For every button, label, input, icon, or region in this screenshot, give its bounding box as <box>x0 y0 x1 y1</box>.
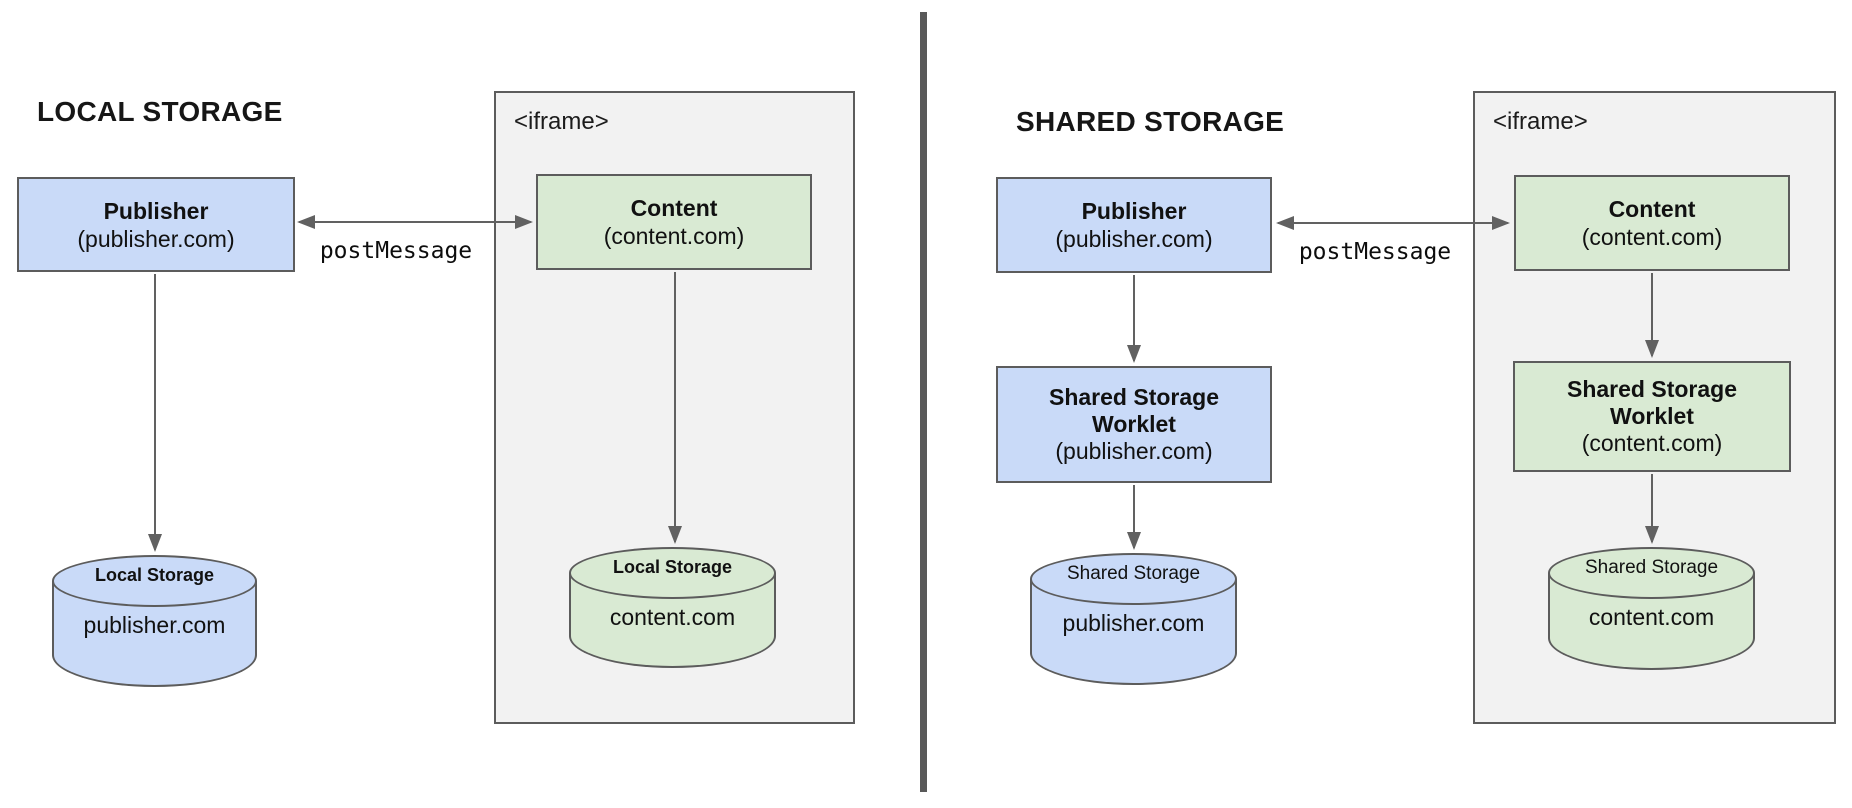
cylinder-domain: content.com <box>609 604 736 630</box>
cylinder-domain: publisher.com <box>1062 610 1205 636</box>
cylinder-local-storage-publisher: Local Storage publisher.com <box>52 555 257 687</box>
cylinder-local-storage-content: Local Storage content.com <box>569 547 776 668</box>
worklet-domain: (publisher.com) <box>1055 438 1213 464</box>
content-name: Content <box>630 195 718 221</box>
iframe-label-shared: <iframe> <box>1493 108 1588 135</box>
box-publisher-local: Publisher (publisher.com) <box>17 177 295 272</box>
content-name: Content <box>1608 196 1696 222</box>
postmessage-label-shared: postMessage <box>1298 239 1452 265</box>
box-publisher-shared: Publisher (publisher.com) <box>996 177 1272 273</box>
cylinder-label: Shared Storage <box>1066 563 1201 584</box>
worklet-name-line2: Worklet <box>1610 403 1694 429</box>
cylinder-lid <box>52 555 257 607</box>
cylinder-label: Local Storage <box>612 557 733 577</box>
publisher-name: Publisher <box>103 197 209 224</box>
postmessage-label-local: postMessage <box>319 238 473 264</box>
panel-divider <box>920 12 927 792</box>
cylinder-lid <box>1548 547 1755 599</box>
publisher-name: Publisher <box>1081 198 1187 224</box>
content-domain: (content.com) <box>603 223 745 249</box>
publisher-domain: (publisher.com) <box>1055 226 1213 252</box>
content-domain: (content.com) <box>1581 224 1723 250</box>
title-local-storage: LOCAL STORAGE <box>37 96 283 127</box>
cylinder-lid <box>1030 553 1237 605</box>
cylinder-shared-storage-content: Shared Storage content.com <box>1548 547 1755 670</box>
publisher-domain: (publisher.com) <box>77 225 235 252</box>
worklet-domain: (content.com) <box>1581 430 1723 456</box>
worklet-name-line2: Worklet <box>1092 411 1176 437</box>
cylinder-label: Shared Storage <box>1584 557 1719 578</box>
box-content-local: Content (content.com) <box>536 174 812 270</box>
box-worklet-publisher: Shared Storage Worklet (publisher.com) <box>996 366 1272 483</box>
title-shared-storage: SHARED STORAGE <box>1016 106 1285 137</box>
box-worklet-content: Shared Storage Worklet (content.com) <box>1513 361 1791 472</box>
cylinder-label: Local Storage <box>94 565 215 585</box>
cylinder-domain: content.com <box>1588 604 1715 630</box>
iframe-label-local: <iframe> <box>514 108 609 135</box>
worklet-name-line1: Shared Storage <box>1567 376 1737 402</box>
cylinder-shared-storage-publisher: Shared Storage publisher.com <box>1030 553 1237 685</box>
box-content-shared: Content (content.com) <box>1514 175 1790 271</box>
cylinder-domain: publisher.com <box>83 612 226 638</box>
cylinder-lid <box>569 547 776 599</box>
worklet-name-line1: Shared Storage <box>1049 384 1219 410</box>
